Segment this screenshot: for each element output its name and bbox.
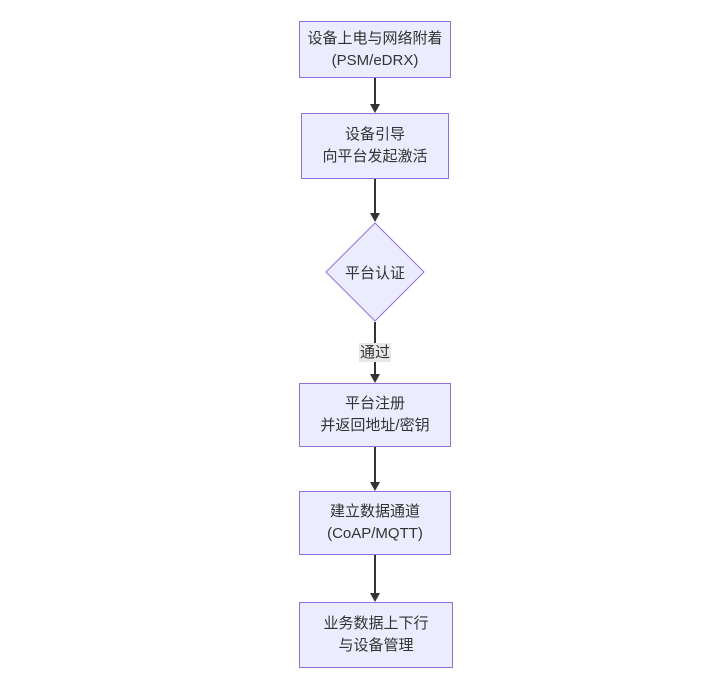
node-text-line: 建立数据通道: [329, 503, 420, 520]
flow-node-bootstrap: 设备引导 向平台发起激活: [301, 113, 449, 179]
node-text-line: 向平台发起激活: [322, 148, 428, 165]
edge-line: [374, 179, 376, 213]
edge-line: [374, 78, 376, 104]
node-text-line: 设备上电与网络附着: [307, 29, 443, 47]
edge-line: [374, 447, 376, 482]
arrowhead-down-icon: [370, 104, 380, 113]
flow-node-power-attach: 设备上电与网络附着 (PSM/eDRX): [299, 21, 451, 78]
node-text-line: 平台注册: [344, 395, 405, 412]
arrowhead-down-icon: [370, 374, 380, 383]
diamond-shape: [325, 222, 425, 322]
flow-node-auth-decision: 平台认证: [325, 222, 425, 322]
arrowhead-down-icon: [370, 213, 380, 222]
arrowhead-down-icon: [370, 593, 380, 602]
node-text-line: 与设备管理: [338, 637, 414, 654]
flow-node-business: 业务数据上下行 与设备管理: [299, 602, 453, 668]
edge-line: [374, 555, 376, 593]
arrowhead-down-icon: [370, 482, 380, 491]
node-text-line: 平台认证: [344, 264, 405, 282]
node-text-line: 设备引导: [344, 126, 405, 143]
node-text-line: 并返回地址/密钥: [320, 417, 430, 434]
node-text-line: (CoAP/MQTT): [327, 525, 423, 542]
flow-node-channel: 建立数据通道 (CoAP/MQTT): [299, 491, 451, 555]
edge-label-pass: 通过: [358, 343, 392, 362]
flow-node-register: 平台注册 并返回地址/密钥: [299, 383, 451, 447]
node-text-line: 业务数据上下行: [323, 615, 429, 632]
node-text-line: (PSM/eDRX): [331, 51, 419, 69]
